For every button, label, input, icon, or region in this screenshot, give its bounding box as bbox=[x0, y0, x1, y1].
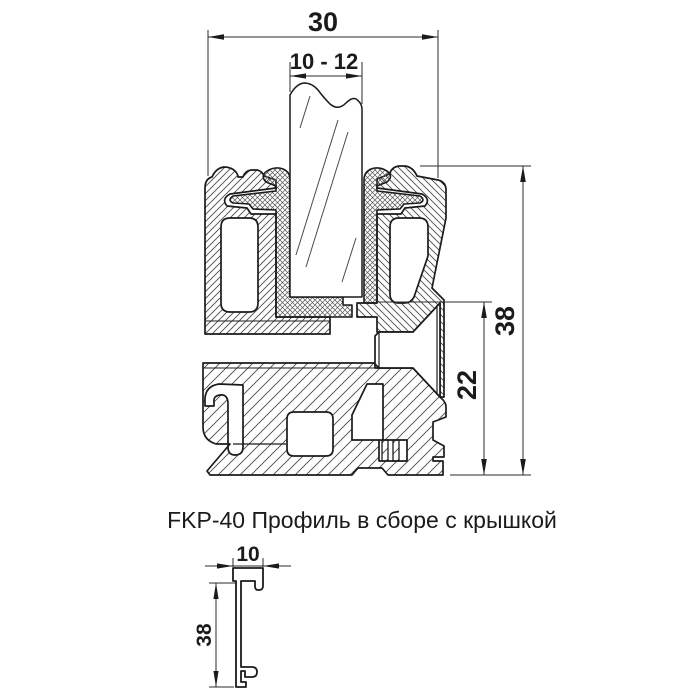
dim-glass-thickness-label: 10 - 12 bbox=[290, 49, 359, 74]
cover-profile-drawing: 10 38 bbox=[193, 543, 291, 688]
dimension-22: 22 bbox=[452, 302, 487, 475]
dim-overall-width-label: 30 bbox=[308, 7, 338, 37]
cover-profile-outline bbox=[232, 567, 264, 688]
cover-dim-height-label: 38 bbox=[193, 623, 216, 647]
dim-overall-height-label: 38 bbox=[490, 306, 520, 336]
cover-dimension-38: 38 bbox=[193, 582, 237, 688]
dimension-10-12: 10 - 12 bbox=[289, 49, 363, 104]
drawing-caption: FKP-40 Профиль в сборе с крышкой bbox=[167, 507, 557, 533]
dim-lower-height-label: 22 bbox=[452, 370, 482, 400]
main-section-view: 30 10 - 12 38 22 bbox=[202, 7, 531, 476]
cover-dim-width-label: 10 bbox=[236, 543, 259, 566]
left-clamp-profile bbox=[204, 166, 331, 335]
glass-pane bbox=[289, 82, 363, 298]
base-profile bbox=[202, 362, 447, 476]
base-snap-tooth bbox=[392, 439, 400, 462]
dimension-30: 30 bbox=[207, 7, 439, 178]
glass-reflection-lines bbox=[295, 95, 357, 283]
fixing-screw bbox=[374, 302, 441, 398]
dimension-38: 38 bbox=[420, 165, 531, 476]
cover-dimension-10: 10 bbox=[205, 543, 291, 569]
base-snap-tooth bbox=[381, 439, 389, 462]
glazing-gasket-left bbox=[229, 167, 353, 318]
glazing-gasket-right bbox=[363, 167, 424, 304]
